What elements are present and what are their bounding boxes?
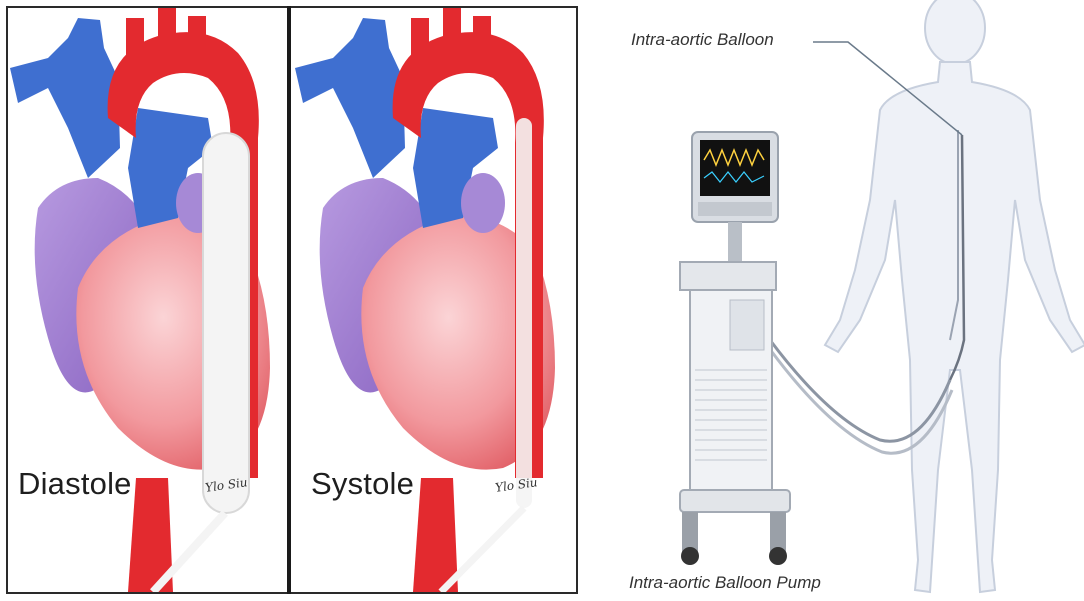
- panel-divider: [287, 6, 291, 594]
- deflated-balloon: [516, 118, 532, 508]
- intra-aortic-balloon-label: Intra-aortic Balloon: [631, 30, 774, 50]
- diastole-heart-illustration: [8, 8, 284, 592]
- patient-body-outline: [825, 0, 1084, 592]
- diastole-label: Diastole: [18, 466, 132, 502]
- balloon-pump-console: [680, 132, 790, 565]
- inflated-balloon: [203, 133, 249, 513]
- systole-label: Systole: [311, 466, 414, 502]
- superior-vena-cava: [10, 18, 120, 178]
- pump-and-patient-illustration: [600, 0, 1084, 601]
- systole-heart-illustration: [293, 8, 569, 592]
- intra-aortic-balloon-pump-label: Intra-aortic Balloon Pump: [629, 573, 821, 593]
